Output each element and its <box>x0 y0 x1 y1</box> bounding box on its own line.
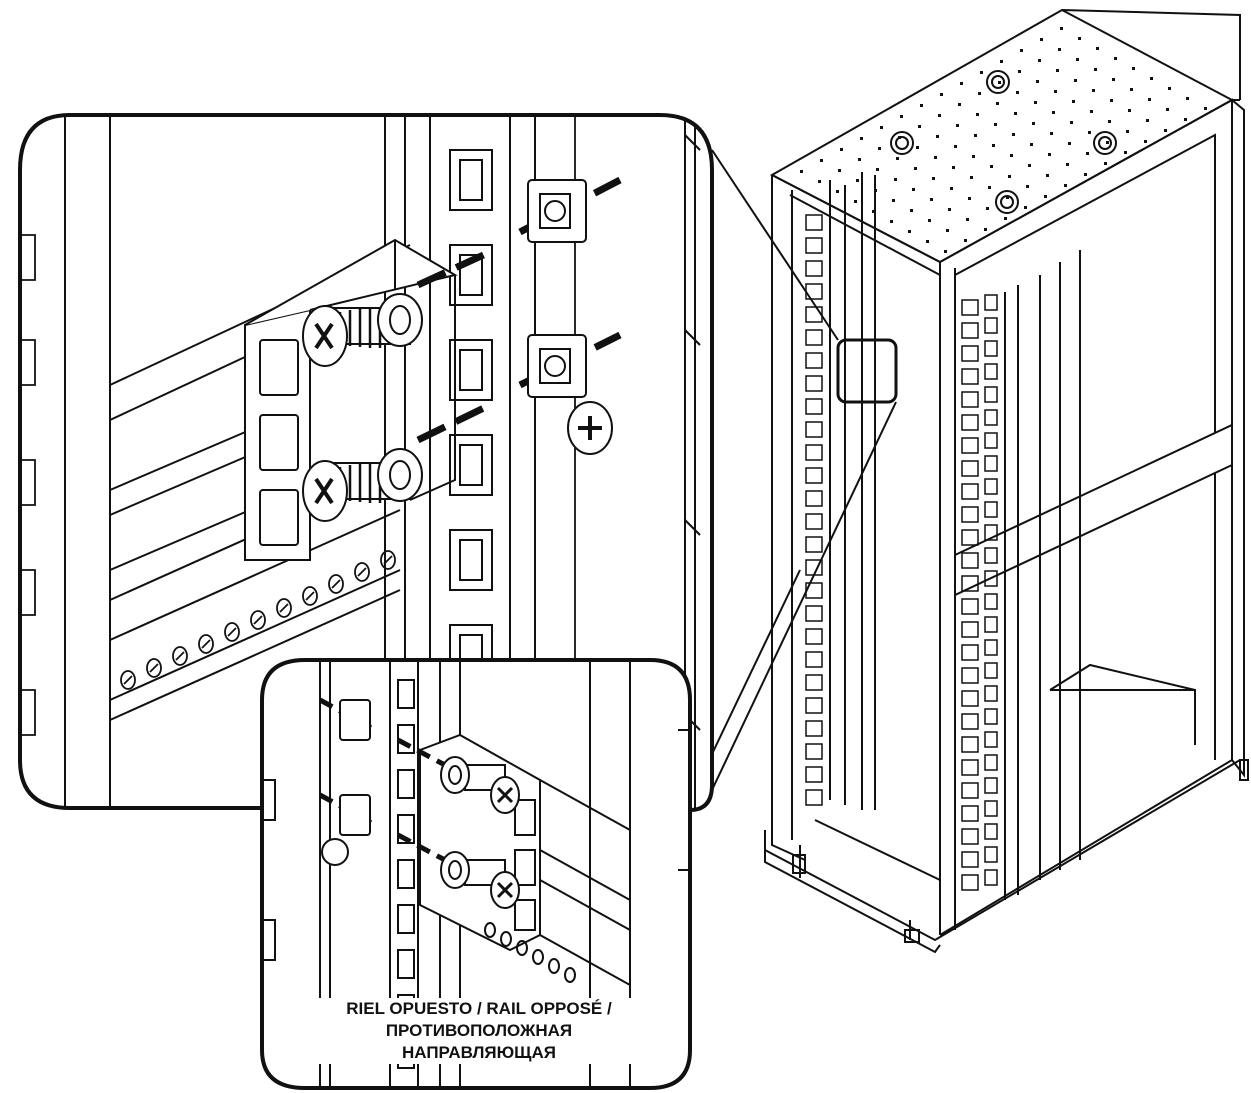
cage-nut-icon <box>527 179 587 398</box>
rack-rail-slots <box>805 214 998 891</box>
opposite-rail-caption: RIEL OPUESTO / RAIL OPPOSÉ / ПРОТИВОПОЛО… <box>292 998 666 1064</box>
caption-line-2: ПРОТИВОПОЛОЖНАЯ <box>385 1021 573 1040</box>
phillips-screw-icon <box>302 293 423 522</box>
detail-view-opposite-rail <box>260 658 692 1090</box>
washer-icon <box>567 401 613 455</box>
caption-line-3: НАПРАВЛЯЮЩАЯ <box>401 1043 557 1062</box>
mounting-bracket <box>244 308 311 561</box>
detail-highlight-box <box>836 338 898 404</box>
rack-cabinet <box>764 8 1249 954</box>
caption-line-1: RIEL OPUESTO / RAIL OPPOSÉ / <box>346 999 612 1018</box>
